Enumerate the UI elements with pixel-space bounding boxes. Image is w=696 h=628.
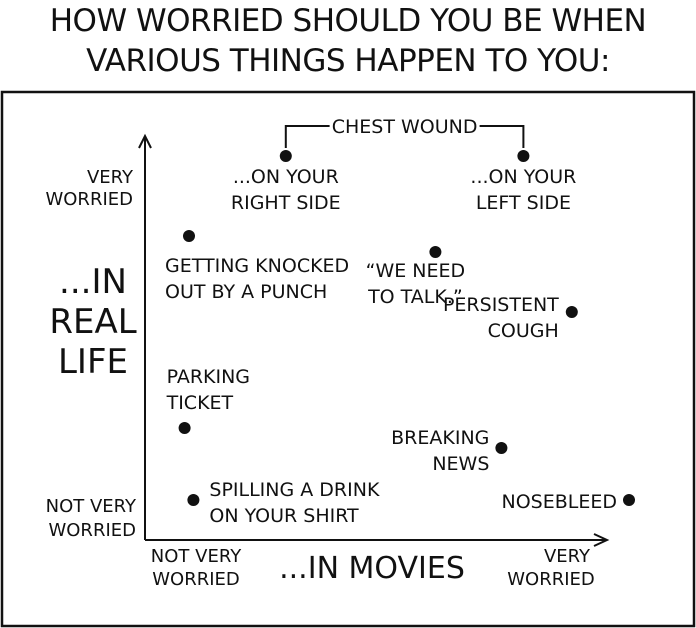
title-line-2: VARIOUS THINGS HAPPEN TO YOU: bbox=[86, 43, 610, 79]
point-label: ON YOUR SHIRT bbox=[209, 505, 359, 527]
point-dot bbox=[187, 494, 200, 506]
y-axis-title-3: LIFE bbox=[58, 342, 128, 382]
x-high-label-2: WORRIED bbox=[507, 569, 595, 590]
point-dot bbox=[178, 422, 191, 434]
point-label: COUGH bbox=[488, 320, 559, 342]
x-axis-arrow bbox=[593, 533, 610, 547]
x-high-label-1: VERY bbox=[544, 546, 591, 567]
point-label: LEFT SIDE bbox=[476, 192, 571, 214]
bracket-label: CHEST WOUND bbox=[332, 116, 478, 138]
point-dot bbox=[565, 306, 578, 318]
y-axis-title-1: ...IN bbox=[59, 262, 127, 302]
point-label: BREAKING bbox=[391, 427, 489, 449]
y-low-label-2: WORRIED bbox=[48, 520, 136, 541]
bracket-line bbox=[284, 125, 525, 148]
y-high-label-2: WORRIED bbox=[45, 189, 133, 210]
point-dot bbox=[517, 150, 530, 162]
point-label: TO TALK.” bbox=[367, 286, 463, 308]
point-label: “WE NEED bbox=[366, 260, 466, 282]
point-label: RIGHT SIDE bbox=[231, 192, 341, 214]
y-low-label-1: NOT VERY bbox=[46, 496, 137, 517]
point-label: PARKING bbox=[167, 366, 250, 388]
point-label: NEWS bbox=[432, 453, 489, 475]
point-label: SPILLING A DRINK bbox=[209, 479, 380, 501]
point-dot bbox=[623, 494, 635, 506]
axes bbox=[138, 133, 610, 547]
x-low-label-2: WORRIED bbox=[152, 569, 240, 590]
frame bbox=[0, 90, 696, 628]
x-low-label-1: NOT VERY bbox=[151, 546, 242, 567]
x-axis-title: ...IN MOVIES bbox=[279, 551, 465, 586]
point-dot bbox=[183, 230, 195, 242]
point-dot bbox=[279, 150, 292, 162]
chest-wound-bracket: CHEST WOUND bbox=[284, 116, 525, 148]
point-label: OUT BY A PUNCH bbox=[165, 281, 327, 303]
point-label: ...ON YOUR bbox=[233, 166, 339, 188]
point-label: ...ON YOUR bbox=[470, 166, 576, 188]
title-line-1: HOW WORRIED SHOULD YOU BE WHEN bbox=[49, 3, 647, 39]
point-dot bbox=[495, 442, 508, 454]
y-axis-title-2: REAL bbox=[49, 302, 136, 342]
point-label: PERSISTENT bbox=[443, 294, 559, 316]
y-high-label-1: VERY bbox=[87, 167, 134, 188]
data-points: ...ON YOUR RIGHT SIDE ...ON YOUR LEFT SIDE G… bbox=[165, 150, 635, 527]
point-label: GETTING KNOCKED bbox=[165, 255, 349, 277]
point-label: TICKET bbox=[166, 392, 234, 414]
point-label: NOSEBLEED bbox=[502, 491, 618, 513]
point-dot bbox=[429, 246, 442, 258]
y-axis-arrow bbox=[138, 133, 152, 149]
